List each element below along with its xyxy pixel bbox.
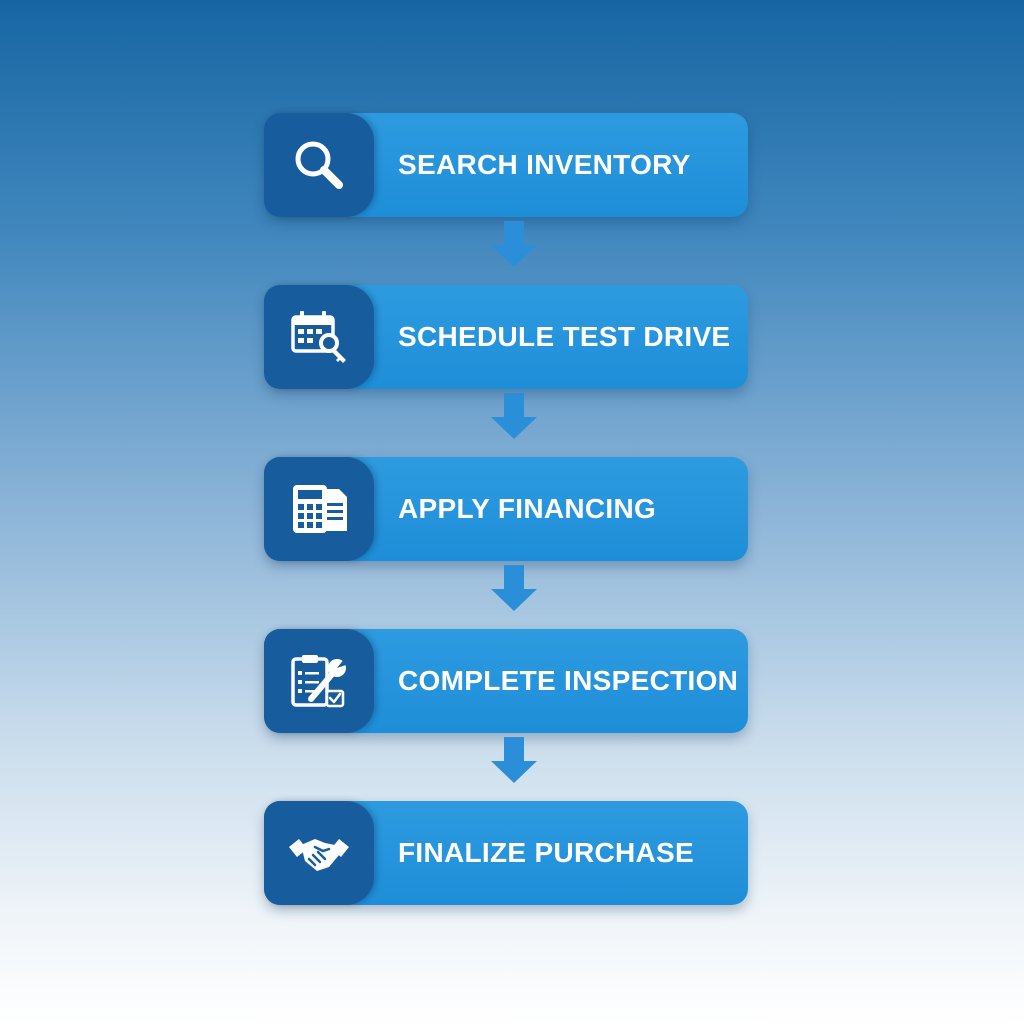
magnifier-icon <box>295 141 343 189</box>
step-icon-box <box>264 801 374 905</box>
step-label: APPLY FINANCING <box>398 493 657 524</box>
step-icon-box <box>264 457 374 561</box>
step-search-inventory: SEARCH INVENTORY <box>264 113 748 267</box>
step-label: SEARCH INVENTORY <box>398 149 691 180</box>
calculator-document-icon <box>293 485 347 533</box>
down-arrow-icon <box>491 737 537 783</box>
down-arrow-icon <box>491 393 537 439</box>
step-schedule-test-drive: SCHEDULE TEST DRIVE <box>264 285 748 439</box>
step-finalize-purchase: FINALIZE PURCHASE <box>264 801 748 905</box>
step-icon-box <box>264 629 374 733</box>
down-arrow-icon <box>491 221 537 267</box>
step-label: FINALIZE PURCHASE <box>398 837 694 868</box>
calendar-key-icon <box>291 311 346 363</box>
step-complete-inspection: COMPLETE INSPECTION <box>264 629 748 783</box>
handshake-icon <box>289 839 349 871</box>
process-flow: SEARCH INVENTORY SCHEDULE TEST DRIVE <box>264 113 748 905</box>
step-apply-financing: APPLY FINANCING <box>264 457 748 611</box>
step-icon-box <box>264 285 374 389</box>
step-icon-box <box>264 113 374 217</box>
step-label: SCHEDULE TEST DRIVE <box>398 321 731 352</box>
down-arrow-icon <box>491 565 537 611</box>
clipboard-wrench-icon <box>291 655 349 708</box>
step-label: COMPLETE INSPECTION <box>398 665 739 696</box>
